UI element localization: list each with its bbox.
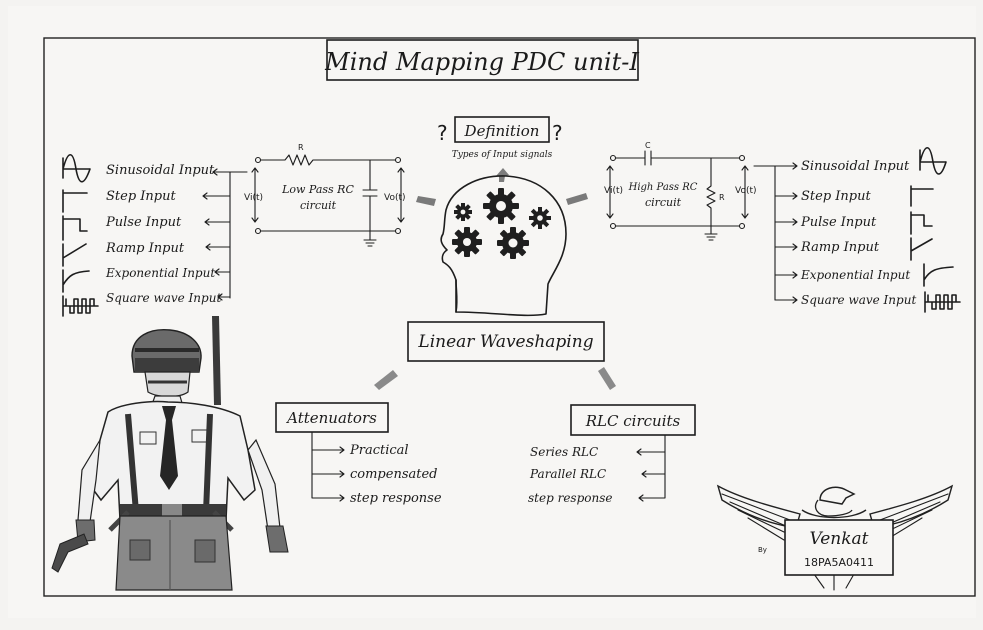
attenuators-item: compensated [350, 467, 437, 482]
attenuators-item: step response [350, 491, 442, 506]
right-arrows [774, 162, 798, 304]
gear-icon [483, 188, 519, 224]
left-input-label: Pulse Input [105, 215, 182, 230]
right-input-label: Pulse Input [800, 215, 877, 230]
high-pass-label-sub: circuit [645, 196, 682, 209]
pulse-wave-icon [62, 215, 88, 241]
left-input-label: Sinusoidal Input [106, 163, 215, 178]
pencil-arrow-up [496, 168, 509, 182]
signature-by: By [758, 546, 767, 554]
question-mark-left: ? [437, 121, 448, 145]
attenuators-title: Attenuators [285, 409, 377, 427]
title-box: Mind Mapping PDC unit-I [324, 39, 639, 81]
step-wave-icon [910, 185, 934, 207]
rlc-circuits-node: RLC circuits Series RLC Parallel RLC ste… [528, 404, 696, 505]
soldier-illustration [51, 316, 289, 591]
high-pass-resistor-label: R [719, 193, 725, 202]
rlc-title: RLC circuits [585, 412, 681, 430]
high-pass-rc-circuit: C R Vi(t) Vo(t) High Pass RC circuit [604, 141, 757, 241]
page-title: Mind Mapping PDC unit-I [324, 48, 639, 76]
left-input-label: Square wave Input [106, 291, 221, 305]
rlc-item: step response [528, 491, 612, 505]
head-with-gears-illustration [440, 175, 567, 317]
square-wave-icon [924, 291, 961, 313]
gear-icon [452, 227, 482, 257]
low-pass-vout-label: Vo(t) [384, 193, 406, 203]
left-arrows [202, 168, 231, 301]
high-pass-label: High Pass RC [628, 182, 698, 193]
low-pass-label: Low Pass RC [281, 183, 354, 196]
low-pass-resistor-label: R [298, 143, 304, 152]
pencil-arrow-down-right [598, 367, 616, 390]
right-input-label: Ramp Input [800, 240, 880, 255]
exponential-wave-icon [62, 269, 90, 293]
rlc-item: Parallel RLC [529, 467, 606, 481]
main-topic-label: Linear Waveshaping [417, 332, 593, 352]
gear-icon [529, 207, 551, 229]
square-wave-icon [62, 295, 99, 317]
question-mark-right: ? [552, 121, 563, 145]
attenuators-item: Practical [349, 443, 409, 458]
rlc-item: Series RLC [530, 445, 598, 459]
low-pass-vin-label: Vi(t) [244, 193, 263, 203]
high-pass-vout-label: Vo(t) [735, 186, 757, 196]
step-wave-icon [62, 189, 88, 213]
page-border [43, 37, 976, 597]
pencil-arrow-left [416, 196, 436, 206]
sinusoidal-wave-icon [919, 146, 947, 175]
right-input-label: Exponential Input [800, 268, 910, 282]
linear-waveshaping-node: Linear Waveshaping [407, 321, 605, 362]
rlc-branches [636, 434, 666, 502]
left-input-label: Exponential Input [105, 266, 215, 280]
definition-label: Definition [464, 122, 540, 140]
right-input-label: Sinusoidal Input [801, 159, 910, 174]
exponential-wave-icon [923, 263, 954, 287]
left-input-label: Ramp Input [105, 241, 185, 256]
left-input-list: Sinusoidal Input Step Input Pulse Input … [62, 153, 248, 317]
right-bracket-line [753, 165, 776, 301]
definition-node: ? Definition ? Types of Input signals [437, 116, 563, 160]
right-input-list: Sinusoidal Input Step Input Pulse Input … [753, 146, 961, 313]
sinusoidal-wave-icon [62, 153, 91, 183]
ramp-wave-icon [62, 243, 87, 267]
attenuators-node: Attenuators Practical compensated step r… [275, 402, 442, 506]
low-pass-rc-circuit: R Vi(t) Vo(t) Low Pass RC circuit [244, 143, 406, 247]
attenuators-branches [311, 431, 345, 502]
ramp-wave-icon [910, 237, 933, 261]
gear-icon [454, 203, 472, 221]
signature-roll: 18PA5A0411 [804, 556, 874, 569]
pencil-arrow-right [566, 193, 588, 205]
gear-icon [497, 227, 529, 259]
low-pass-label-sub: circuit [300, 199, 337, 212]
signature-name: Venkat [810, 529, 869, 549]
left-input-label: Step Input [106, 189, 176, 204]
definition-subtitle: Types of Input signals [452, 150, 553, 160]
high-pass-vin-label: Vi(t) [604, 186, 623, 196]
pulse-wave-icon [910, 211, 933, 235]
pencil-arrow-down-left [374, 370, 398, 390]
right-input-label: Step Input [801, 189, 871, 204]
eagle-emblem: By Venkat 18PA5A0411 [716, 484, 954, 591]
right-input-label: Square wave Input [801, 293, 916, 307]
left-bracket-line [229, 171, 248, 299]
high-pass-capacitor-label: C [645, 141, 651, 150]
